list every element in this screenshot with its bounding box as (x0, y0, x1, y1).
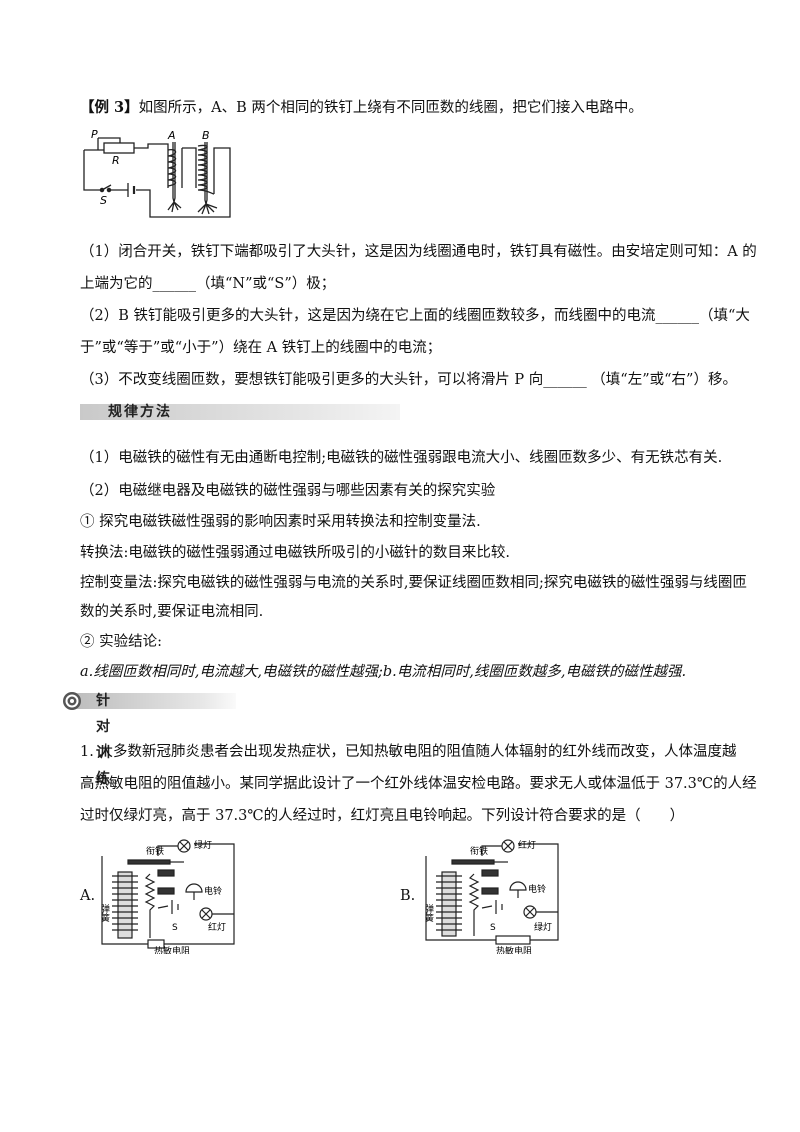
method-point-5-line-1: 控制变量法:探究电磁铁的磁性强弱与电流的关系时,要保证线圈匝数相同;探究电磁铁的… (80, 575, 747, 591)
label-s: S (100, 194, 107, 207)
option-b-spring-label: 弹簧 (423, 903, 434, 923)
option-a-label: A. (80, 888, 96, 904)
option-b-bottom-lamp-label: 绿灯 (534, 921, 552, 933)
example-label: 【例 3】 (80, 99, 139, 116)
option-b-resistor-label: 热敏电阻 (496, 945, 532, 954)
training-q1-line-3: 过时仅绿灯亮，高于 37.3℃的人经过时，红灯亮且电铃响起。下列设计符合要求的是… (80, 808, 685, 824)
option-a-switch-label: S (172, 923, 178, 933)
question-1-line-1: （1）闭合开关，铁钉下端都吸引了大头针，这是因为线圈通电时，铁钉具有磁性。由安培… (80, 244, 757, 260)
option-a-top-lamp-label: 绿灯 (194, 839, 212, 851)
example-intro: 如图所示，A、B 两个相同的铁钉上绕有不同匝数的线圈，把它们接入电路中。 (138, 100, 643, 116)
option-b-armature-label: 衔铁 (470, 845, 488, 857)
question-2-line-1: （2）B 铁钉能吸引更多的大头针，这是因为绕在它上面的线圈匝数较多，而线圈中的电… (80, 308, 750, 324)
option-a-bell-label: 电铃 (204, 885, 222, 897)
option-b-top-lamp-label: 红灯 (518, 839, 536, 851)
option-a-bottom-lamp-label: 红灯 (208, 921, 226, 933)
question-3-line: （3）不改变线圈匝数，要想铁钉能吸引更多的大头针，可以将滑片 P 向______… (80, 372, 737, 388)
method-point-2: （2）电磁继电器及电磁铁的磁性强弱与哪些因素有关的探究实验 (80, 483, 496, 499)
option-b-switch-label: S (490, 923, 496, 933)
label-a: A (167, 129, 176, 142)
method-banner: 规律方法 (80, 400, 400, 424)
method-banner-bar (80, 404, 400, 420)
option-a-armature-label: 衔铁 (146, 845, 164, 857)
label-r: R (112, 154, 120, 167)
method-point-4: 转换法:电磁铁的磁性强弱通过电磁铁所吸引的小磁针的数目来比较. (80, 545, 510, 561)
option-a-resistor-label: 热敏电阻 (154, 945, 190, 954)
method-point-1: （1）电磁铁的磁性有无由通断电控制;电磁铁的磁性强弱跟电流大小、线圈匝数多少、有… (80, 450, 723, 466)
training-banner-bar (76, 693, 236, 709)
question-2-line-2: 于”或“等于”或“小于”）绕在 A 铁钉上的线圈中的电流； (80, 340, 442, 356)
method-point-6: ② 实验结论: (80, 634, 162, 650)
training-banner-title: 针对训练 (96, 693, 112, 787)
option-b-bell-label: 电铃 (528, 883, 546, 895)
method-banner-title: 规律方法 (108, 404, 172, 420)
option-a-spring-label: 弹簧 (99, 903, 110, 923)
label-b: B (202, 129, 210, 142)
method-point-7: a.线圈匝数相同时,电流越大,电磁铁的磁性越强;b.电流相同时,线圈匝数越多,电… (80, 664, 687, 680)
target-icon (63, 692, 81, 710)
training-q1-line-1: 1. 大多数新冠肺炎患者会出现发热症状，已知热敏电阻的阻值随人体辐射的红外线而改… (80, 744, 737, 760)
question-1-line-2: 上端为它的______（填“N”或“S”）极； (80, 276, 336, 292)
option-b-label: B. (400, 888, 416, 904)
option-a-circuit-figure: 衔铁 绿灯 电铃 红灯 S 热敏电阻 弹簧 (99, 839, 235, 954)
nail-coil-circuit-figure: P R S A B (83, 128, 231, 218)
method-point-5-line-2: 数的关系时,要保证电流相同. (80, 604, 264, 620)
option-b-circuit-figure: 衔铁 红灯 电铃 绿灯 S 热敏电阻 弹簧 (423, 839, 559, 954)
example-intro-line: 【例 3】如图所示，A、B 两个相同的铁钉上绕有不同匝数的线圈，把它们接入电路中… (80, 98, 643, 118)
training-q1-line-2: 高热敏电阻的阻值越小。某同学据此设计了一个红外线体温安检电路。要求无人或体温低于… (80, 776, 757, 792)
method-point-3: ① 探究电磁铁磁性强弱的影响因素时采用转换法和控制变量法. (80, 514, 481, 530)
label-p: P (91, 128, 98, 141)
